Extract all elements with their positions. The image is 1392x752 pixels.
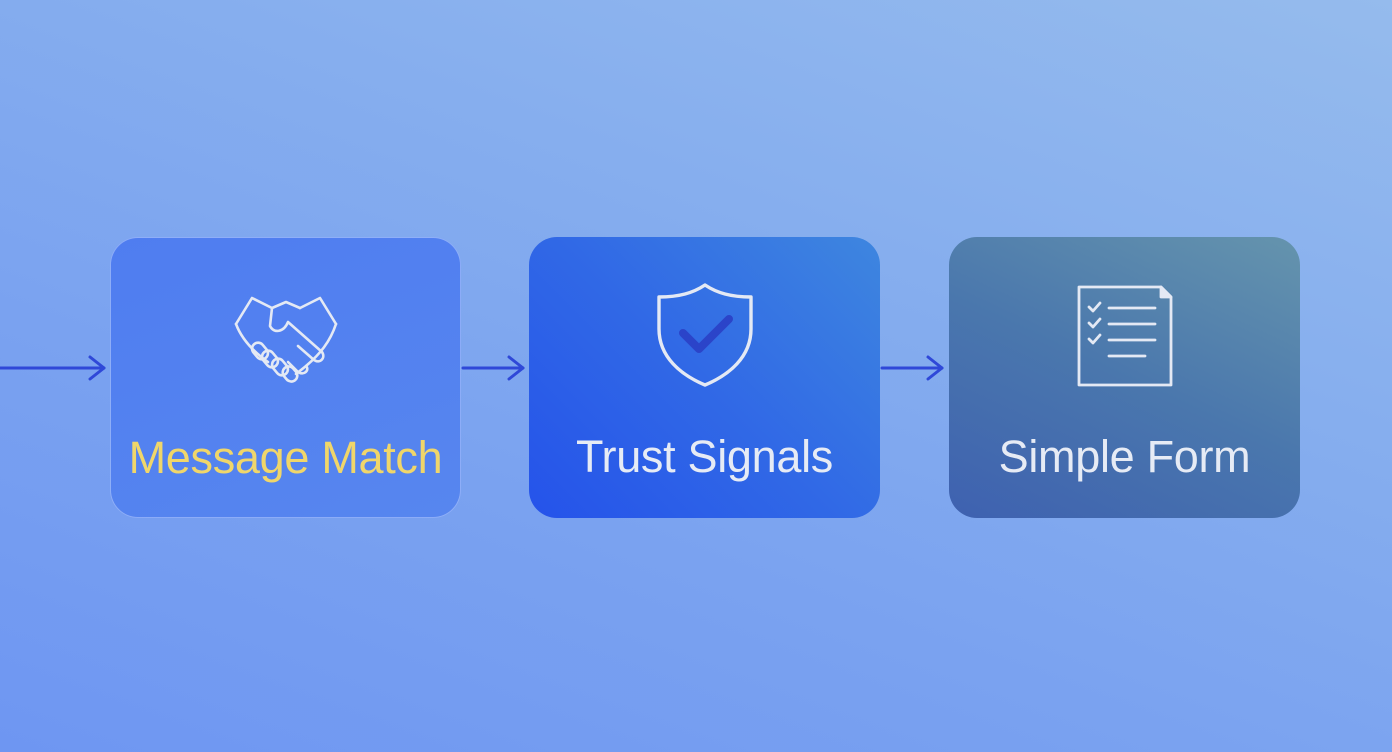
handshake-icon [226, 282, 346, 392]
step-message-match: Message Match [110, 237, 461, 518]
step-simple-form: Simple Form [949, 237, 1300, 518]
connector-arrow-2 [880, 352, 946, 384]
step-label: Message Match [128, 432, 443, 483]
step-trust-signals: Trust Signals [529, 237, 880, 518]
connector-arrow-1 [461, 352, 527, 384]
step-label: Trust Signals [575, 431, 834, 482]
incoming-arrow [0, 352, 108, 384]
step-label: Simple Form [998, 431, 1251, 482]
checklist-document-icon [1065, 281, 1185, 391]
shield-check-icon [645, 281, 765, 391]
